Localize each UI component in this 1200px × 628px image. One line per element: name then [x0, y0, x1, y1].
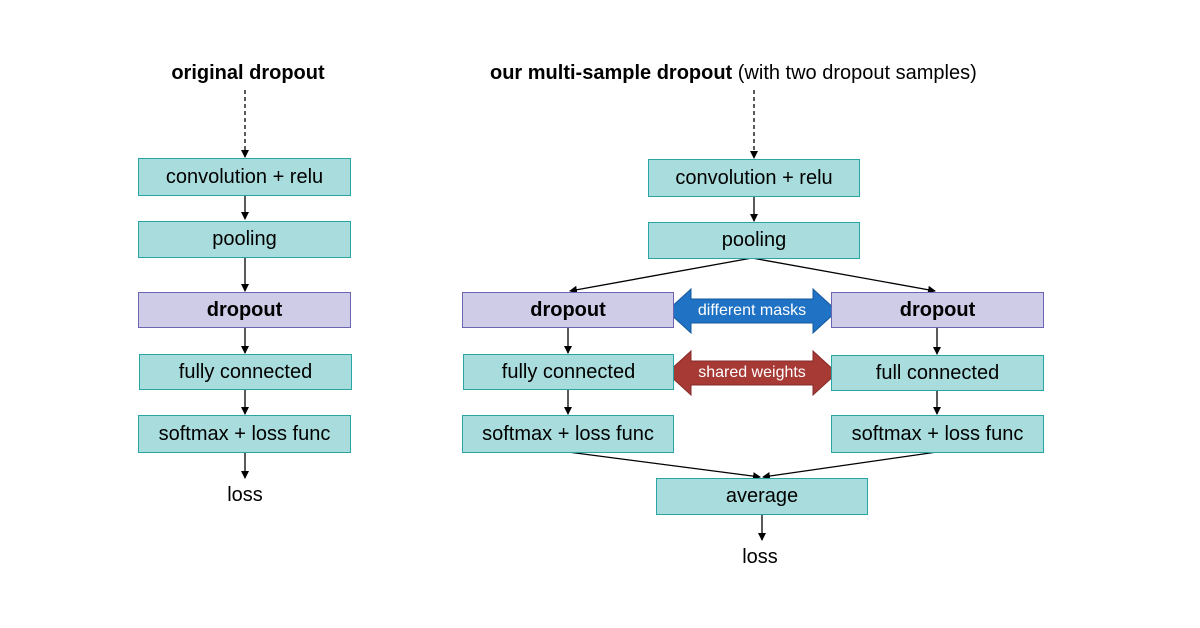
left-fully-connected-box: fully connected	[139, 354, 352, 390]
right-title-bold: our multi-sample dropout	[490, 62, 733, 84]
right-pooling-box: pooling	[648, 222, 860, 259]
arrow-softmax-b-to-average	[762, 451, 938, 480]
right-dropout-b-box: dropout	[831, 292, 1044, 328]
right-conv-relu-box: convolution + relu	[648, 159, 860, 197]
different-masks-label: different masks	[697, 302, 807, 319]
left-dropout-box: dropout	[138, 292, 351, 328]
arrow-pooling-to-dropout-b	[751, 257, 936, 294]
right-average-box: average	[656, 478, 868, 515]
shared-weights-label: shared weights	[698, 364, 806, 381]
right-softmax-loss-b-box: softmax + loss func	[831, 415, 1044, 453]
arrow-pooling-to-dropout-a	[569, 257, 753, 294]
right-title-rest: (with two dropout samples)	[732, 62, 977, 84]
right-loss-label: loss	[742, 546, 778, 568]
arrow-softmax-a-to-average	[567, 451, 761, 481]
left-loss-label: loss	[227, 484, 263, 506]
right-fully-connected-a-box: fully connected	[463, 354, 674, 390]
left-pooling-box: pooling	[138, 221, 351, 258]
right-dropout-a-box: dropout	[462, 292, 674, 328]
right-full-connected-b-box: full connected	[831, 355, 1044, 391]
left-conv-relu-box: convolution + relu	[138, 158, 351, 196]
left-softmax-loss-box: softmax + loss func	[138, 415, 351, 453]
right-softmax-loss-a-box: softmax + loss func	[462, 415, 674, 453]
right-title: our multi-sample dropout (with two dropo…	[490, 62, 977, 85]
left-title: original dropout	[171, 62, 325, 84]
